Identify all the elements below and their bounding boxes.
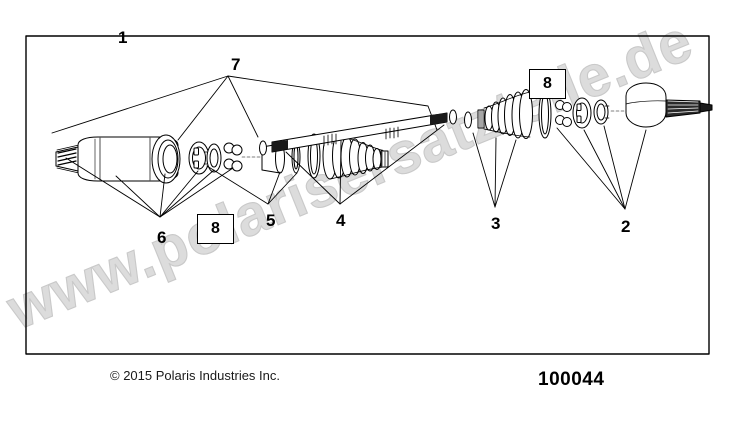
callout-8-right: 8 [529, 69, 566, 99]
leader-lines-3 [472, 132, 517, 208]
part-number: 100044 [538, 369, 605, 390]
diagram-border [25, 35, 710, 355]
callout-7: 7 [231, 55, 241, 74]
outboard-cv-joint [572, 82, 713, 129]
callout-2: 2 [621, 217, 631, 236]
drive-shaft [259, 109, 457, 156]
leader-lines-4 [285, 124, 445, 205]
leader-lines-2 [556, 125, 647, 210]
callout-3: 3 [491, 214, 501, 233]
callout-1: 1 [118, 28, 128, 47]
outboard-boot-assembly [464, 89, 572, 139]
inboard-cv-joint [55, 134, 285, 184]
callout-5: 5 [266, 211, 276, 230]
leader-lines-6 [65, 157, 234, 218]
callout-4: 4 [336, 211, 346, 230]
cv-balls [223, 142, 243, 172]
callout-6: 6 [157, 228, 167, 247]
cv-inner-race [206, 143, 222, 173]
copyright-notice: © 2015 Polaris Industries Inc. [110, 368, 280, 383]
cv-cage [188, 141, 210, 175]
callout-8-left: 8 [197, 214, 234, 244]
leader-lines-5 [206, 165, 298, 205]
